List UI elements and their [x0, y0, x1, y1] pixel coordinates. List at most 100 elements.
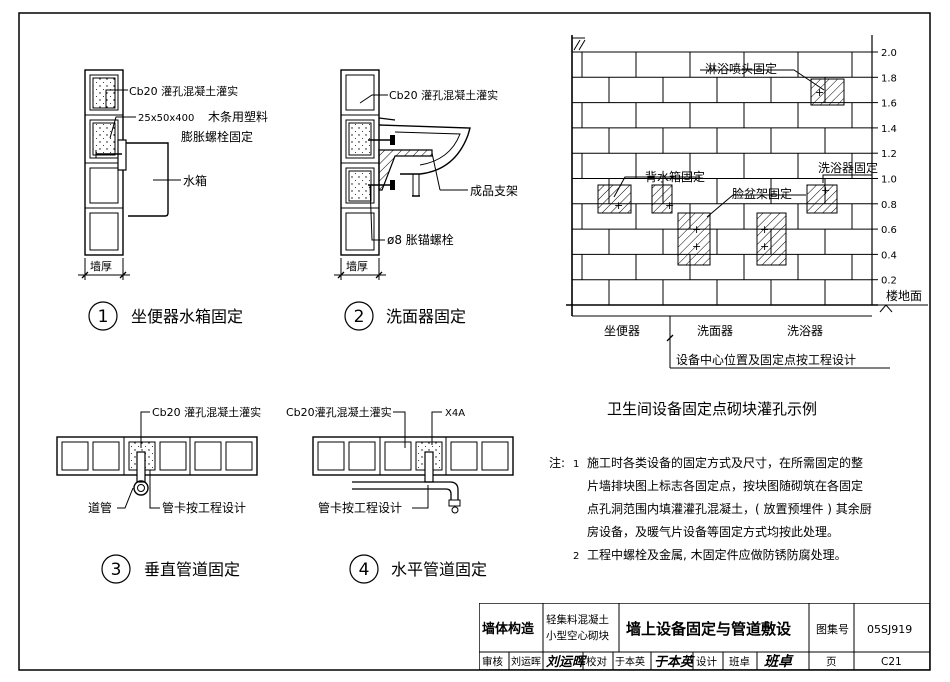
- fig1-wall-thickness: 墙厚: [90, 259, 112, 273]
- label-basin-fixing: 脸盆架固定: [732, 186, 792, 201]
- scale-label: 1.4: [881, 124, 897, 135]
- note-1-line-4: 房设备，及暖气片设备等固定方式均按此处理。: [587, 524, 839, 539]
- fixture-bath: 洗浴器: [787, 324, 823, 338]
- fig3-cb20-note: Cb20 灌孔混凝土灌实: [152, 405, 261, 419]
- design-note: 设备中心位置及固定点按工程设计: [676, 352, 856, 367]
- fig1-number-circle: [88, 301, 118, 331]
- tb-sub-2: 小型空心砌块: [546, 629, 609, 642]
- svg-text:+: +: [692, 240, 701, 253]
- svg-text:+: +: [665, 199, 674, 212]
- fig2-bolt-note: ø8 胀锚螺栓: [387, 232, 454, 247]
- fig2-title: 洗面器固定: [386, 307, 466, 326]
- elevation-scale: 2.01.81.61.41.21.00.80.60.40.2: [872, 48, 897, 287]
- block-wall-1: [84, 69, 124, 256]
- scale-label: 1.2: [881, 149, 897, 160]
- horizontal-pipe: [352, 481, 459, 500]
- scale-label: 0.2: [881, 276, 897, 287]
- note-1-line-3: 点孔洞范围内填灌灌孔混凝土，( 放置预埋件 ) 其余厨: [587, 501, 872, 516]
- note-2-number: 2: [573, 551, 579, 562]
- label-tank-fixing: 背水箱固定: [645, 169, 705, 184]
- tb-sub-1: 轻集料混凝土: [546, 613, 609, 626]
- fig2-cb20-note: Cb20 灌孔混凝土灌实: [389, 88, 498, 102]
- svg-text:+: +: [760, 240, 769, 253]
- fig3-clamp-note: 管卡按工程设计: [162, 500, 246, 515]
- scale-label: 0.4: [881, 250, 897, 261]
- fig2-number-circle: [344, 301, 374, 331]
- scale-label: 2.0: [881, 48, 897, 59]
- drain: [412, 174, 420, 197]
- label-shower-fixing: 淋浴喷头固定: [705, 61, 777, 76]
- fig3-number-circle: [101, 554, 131, 584]
- sheet-border: [18, 12, 931, 671]
- note-1-line-1: 施工时各类设备的固定方式及尺寸，在所需固定的整: [587, 455, 863, 470]
- label-bath-fixing: 洗浴器固定: [818, 160, 878, 175]
- fig1-cb20-note: Cb20 灌孔混凝土灌实: [129, 84, 238, 98]
- tb-design-signature: 班卓: [764, 653, 794, 670]
- vertical-pipe: [133, 480, 149, 496]
- scale-label: 1.8: [881, 73, 897, 84]
- fig1-tank-label: 水箱: [183, 173, 207, 188]
- fig2-bracket-note: 成品支架: [470, 184, 518, 198]
- fig4-clamp-note: 管卡按工程设计: [318, 500, 402, 515]
- tb-review-signature: 刘运晖: [546, 654, 588, 670]
- elevation-title: 卫生间设备固定点砌块灌孔示例: [607, 400, 817, 418]
- water-tank: [126, 142, 169, 217]
- scale-label: 1.6: [881, 99, 897, 110]
- hatched-fixing-points: [597, 78, 845, 266]
- figure-2-washbasin: Cb20 灌孔混凝土灌实 成品支架 ø8 胀锚螺栓 墙厚 2 洗面器固定: [334, 69, 518, 331]
- svg-text:+: +: [692, 223, 701, 236]
- svg-text:+: +: [760, 223, 769, 236]
- fig3-title: 垂直管道固定: [144, 560, 240, 579]
- fig1-wood-note-2: 膨胀螺栓固定: [181, 129, 253, 144]
- floor-label: 楼地面: [886, 288, 922, 303]
- tb-review-label: 审核: [482, 655, 503, 668]
- tb-atlas-label: 图集号: [816, 622, 849, 636]
- tb-title: 墙上设备固定与管道敷设: [626, 620, 791, 638]
- tb-check-name: 于本英: [615, 655, 645, 668]
- tb-check-signature: 于本英: [654, 654, 695, 670]
- scale-label: 0.6: [881, 225, 897, 236]
- block-row-3: [56, 436, 258, 476]
- fig2-number: 2: [354, 307, 365, 327]
- fig1-wood-note-1: 木条用塑料: [208, 109, 268, 124]
- fig1-number: 1: [98, 307, 109, 327]
- tb-design-name: 班卓: [729, 656, 750, 668]
- fixture-toilet: 坐便器: [604, 324, 640, 338]
- tb-design-label: 设计: [696, 655, 717, 668]
- title-block: 墙体构造 轻集料混凝土 小型空心砌块 墙上设备固定与管道敷设 图集号 05SJ9…: [479, 603, 930, 670]
- notes-prefix: 注:: [549, 455, 565, 470]
- note-1-line-2: 片墙排块图上标志各固定点，按块图随砌筑在各固定: [587, 478, 863, 493]
- washbasin-inner: [394, 131, 461, 166]
- svg-text:+: +: [614, 199, 623, 212]
- figure-1-toilet-tank: Cb20 灌孔混凝土灌实 25x50x400 木条用塑料 膨胀螺栓固定 水箱 墙…: [78, 69, 268, 331]
- fixing-point-crosses: + + + + + + + +: [614, 86, 830, 253]
- tb-page-label: 页: [826, 656, 837, 668]
- fig3-pipe-label: 道管: [88, 500, 112, 515]
- pipe-clamp-h: [424, 451, 434, 483]
- pipe-clamp-v: [136, 451, 146, 483]
- note-1-number: 1: [573, 459, 579, 470]
- fig2-wall-thickness: 墙厚: [346, 259, 368, 273]
- tb-review-name: 刘运晖: [511, 656, 541, 668]
- figure-4-horizontal-pipe: Cb20灌孔混凝土灌实 X4A 管卡按工程设计 4 水平管道固定: [286, 405, 514, 584]
- elevation-block-wall: + + + + + + + + 2.01.81.61.41.21.00.80.6…: [566, 35, 928, 418]
- scale-label: 1.0: [881, 175, 897, 186]
- fig4-number-circle: [349, 554, 379, 584]
- svg-text:+: +: [815, 86, 824, 99]
- notes-block: 注: 1 施工时各类设备的固定方式及尺寸，在所需固定的整 片墙排块图上标志各固定…: [549, 455, 872, 562]
- tb-check-label: 校对: [586, 655, 607, 668]
- figure-3-vertical-pipe: Cb20 灌孔混凝土灌实 道管 管卡按工程设计 3 垂直管道固定: [56, 405, 261, 584]
- tb-page-no: C21: [881, 656, 902, 668]
- fig3-number: 3: [111, 560, 122, 580]
- fig4-title: 水平管道固定: [391, 560, 487, 579]
- tb-atlas-no: 05SJ919: [867, 623, 912, 636]
- bracket: [378, 149, 433, 191]
- washbasin: [378, 124, 471, 175]
- fixture-basin: 洗面器: [697, 324, 733, 338]
- fig4-number: 4: [359, 560, 370, 580]
- block-wall-2: [340, 69, 380, 256]
- block-row-4: [312, 436, 514, 476]
- tb-category: 墙体构造: [482, 621, 535, 637]
- fig4-cb20-note: Cb20灌孔混凝土灌实: [286, 405, 392, 419]
